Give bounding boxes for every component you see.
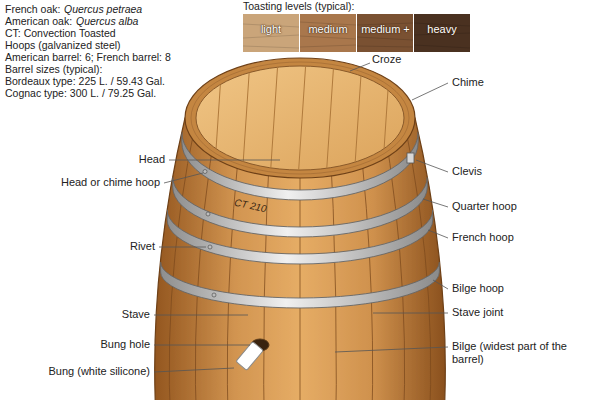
note-text: Barrel sizes (typical):: [5, 63, 102, 75]
barrel-head: [242, 60, 250, 180]
part-label: Head: [95, 153, 165, 166]
barrel-head: [298, 60, 306, 180]
toast-swatch: medium +: [357, 14, 414, 52]
barrel-head: [382, 60, 390, 180]
toasting-swatch-art: [243, 22, 470, 48]
barrel-head: [270, 60, 278, 180]
latin-name: Quercus petraea: [64, 3, 142, 15]
toasting-swatch-art: [243, 35, 299, 38]
note-text: Hoops (galvanized steel): [5, 39, 121, 51]
barrel-head: [214, 60, 390, 180]
leader-lines: [154, 315, 248, 316]
clevis: [407, 153, 414, 163]
bung: [236, 342, 263, 371]
leader-lines: [412, 83, 448, 100]
part-label: Bilge (widest part of the barrel): [452, 340, 590, 366]
toast-swatch: medium: [300, 14, 356, 52]
part-label: Stave: [80, 308, 150, 321]
part-label: Stave joint: [452, 306, 503, 319]
hoops: [161, 262, 440, 308]
note-text: French oak:: [5, 3, 60, 15]
toasting-swatch-art: [357, 46, 413, 47]
toasting-swatch-art: [300, 45, 356, 47]
toast-swatch: light: [243, 14, 299, 52]
note-text: American oak:: [5, 15, 72, 27]
hoops: [167, 210, 433, 264]
toast-level: light: [261, 23, 281, 35]
part-label: French hoop: [452, 231, 514, 244]
toasting-swatch-art: [414, 14, 470, 52]
toast-level: medium: [308, 23, 347, 35]
part-label: Clevis: [452, 165, 482, 178]
part-label: Croze: [372, 53, 401, 66]
part-label: Chime: [452, 76, 484, 89]
toast-swatch: heavy: [414, 14, 470, 52]
toast-level: heavy: [427, 23, 456, 35]
leader-lines: [159, 247, 206, 248]
leader-lines: [154, 63, 448, 372]
note-text: American barrel: 6; French barrel: 8: [5, 51, 171, 63]
toasting-swatch-art: [243, 46, 299, 48]
barrel-head: [326, 60, 334, 180]
leader-lines: [169, 160, 280, 161]
toasting-swatch-art: [357, 37, 413, 40]
bung: [236, 342, 263, 371]
leader-lines: [423, 199, 448, 207]
rivets: [212, 293, 216, 297]
part-label: Bilge hoop: [452, 282, 504, 295]
note-text: Cognac type: 300 L. / 79.25 Gal.: [5, 87, 156, 99]
rivets: [203, 170, 207, 174]
rivets: [208, 245, 212, 249]
leader-lines: [335, 347, 448, 352]
part-label: Bung (white silicone): [10, 365, 150, 378]
leader-lines: [350, 63, 370, 71]
leader-lines: [416, 160, 448, 172]
toasting-swatch-art: [357, 14, 413, 52]
swatch-heading: Toasting levels (typical):: [243, 0, 354, 12]
clevis: [407, 153, 414, 163]
barrel-head: [185, 58, 415, 180]
toasting-swatch-art: [243, 14, 470, 52]
leader-lines: [154, 368, 234, 372]
leader-lines: [433, 280, 448, 289]
hoops: [182, 132, 418, 200]
barrel-head: [191, 62, 409, 174]
toast-level: medium +: [361, 23, 410, 35]
barrel-head: [214, 60, 222, 180]
toasting-swatch-art: [300, 36, 356, 39]
leader-lines: [428, 230, 448, 238]
part-label: Quarter hoop: [452, 200, 517, 213]
barrel-marking: CT 210: [233, 196, 268, 216]
part-label: Bung hole: [40, 338, 150, 351]
leader-lines: [164, 173, 203, 183]
toasting-swatch-art: [414, 45, 470, 48]
stave-lines: [383, 118, 405, 400]
note-text: CT: Convection Toasted: [5, 27, 116, 39]
leader-lines: [373, 313, 448, 314]
rivets: [203, 170, 216, 298]
note-text: Bordeaux type: 225 L. / 59.43 Gal.: [5, 75, 165, 87]
latin-name: Quercus alba: [76, 15, 138, 27]
hoops: [161, 132, 440, 308]
leader-lines: [154, 345, 250, 346]
part-label: Rivet: [85, 240, 155, 253]
rivets: [206, 212, 210, 216]
toasting-swatch-art: [243, 14, 299, 52]
barrel-head: [354, 60, 362, 180]
part-label: Head or chime hoop: [10, 176, 160, 189]
hoops: [173, 177, 428, 237]
toasting-swatch-art: [300, 14, 356, 52]
